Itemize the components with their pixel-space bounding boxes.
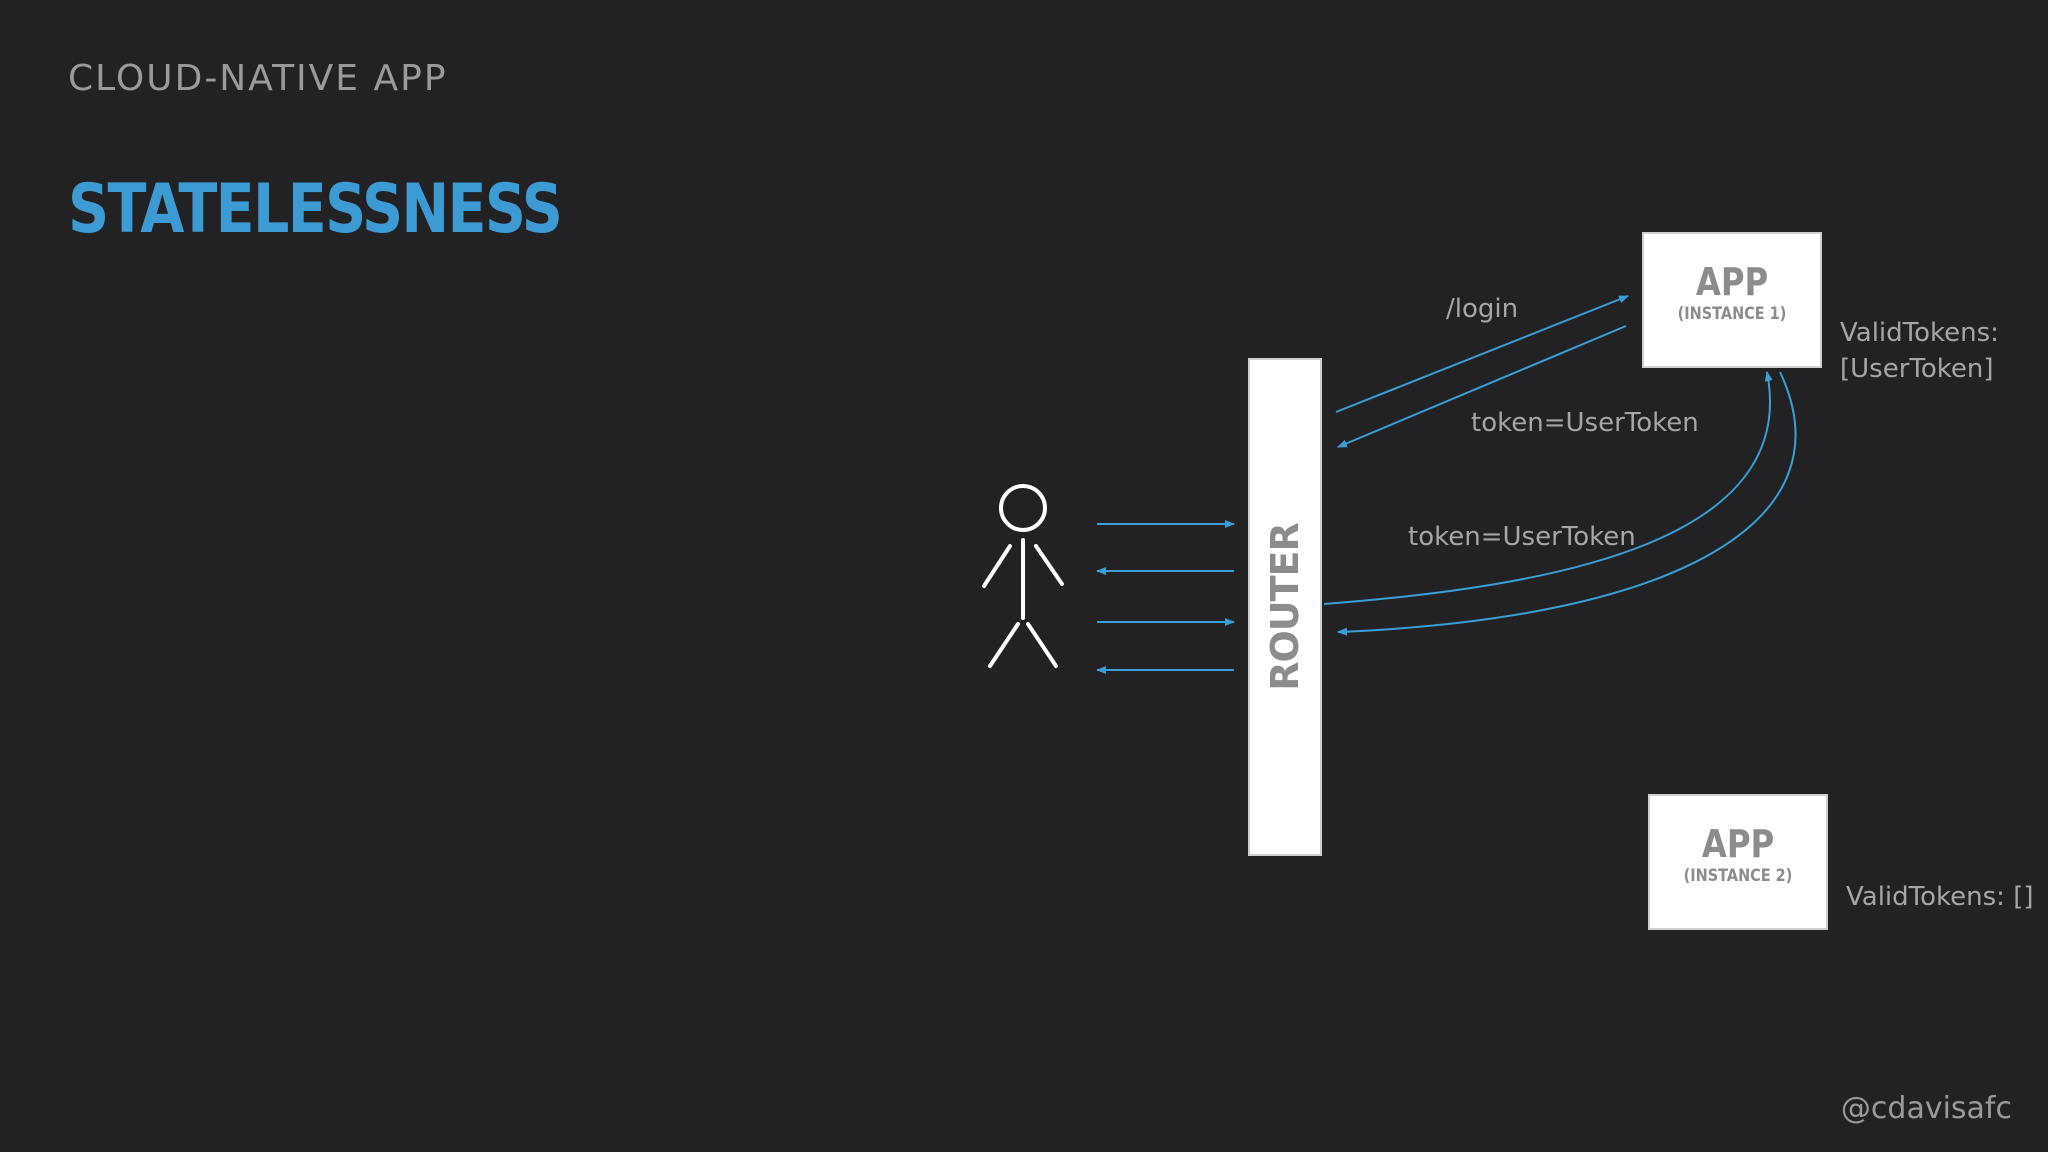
token-response-arrow [1337, 325, 1627, 448]
app-instance-2-name: APP [1701, 822, 1775, 866]
token-reply-arrow [1337, 371, 1797, 636]
app-instance-2-box: APP (INSTANCE 2) [1648, 794, 1828, 930]
user-stick-figure-icon [982, 484, 1064, 668]
router-box: ROUTER [1248, 358, 1322, 856]
instance-2-tokens: ValidTokens: [] [1846, 882, 2034, 912]
slide-title: STATELESSNESS [68, 170, 563, 249]
token-request-label: token=UserToken [1408, 522, 1636, 552]
section-title: CLOUD-NATIVE APP [68, 58, 448, 99]
router-label: ROUTER [1263, 523, 1307, 691]
instance-1-tokens-line2: [UserToken] [1840, 354, 1994, 384]
instance-1-tokens-line1: ValidTokens: [1840, 318, 1999, 348]
app-instance-1-box: APP (INSTANCE 1) [1642, 232, 1822, 368]
app-instance-1-name: APP [1695, 260, 1769, 304]
author-handle: @cdavisafc [1840, 1091, 2012, 1126]
app-instance-1-label: (INSTANCE 1) [1677, 304, 1787, 324]
token-request-arrow [1323, 371, 1773, 605]
login-label: /login [1446, 294, 1519, 324]
token-response-label: token=UserToken [1471, 408, 1699, 438]
app-instance-2-label: (INSTANCE 2) [1683, 866, 1793, 886]
login-arrow [1335, 295, 1629, 413]
